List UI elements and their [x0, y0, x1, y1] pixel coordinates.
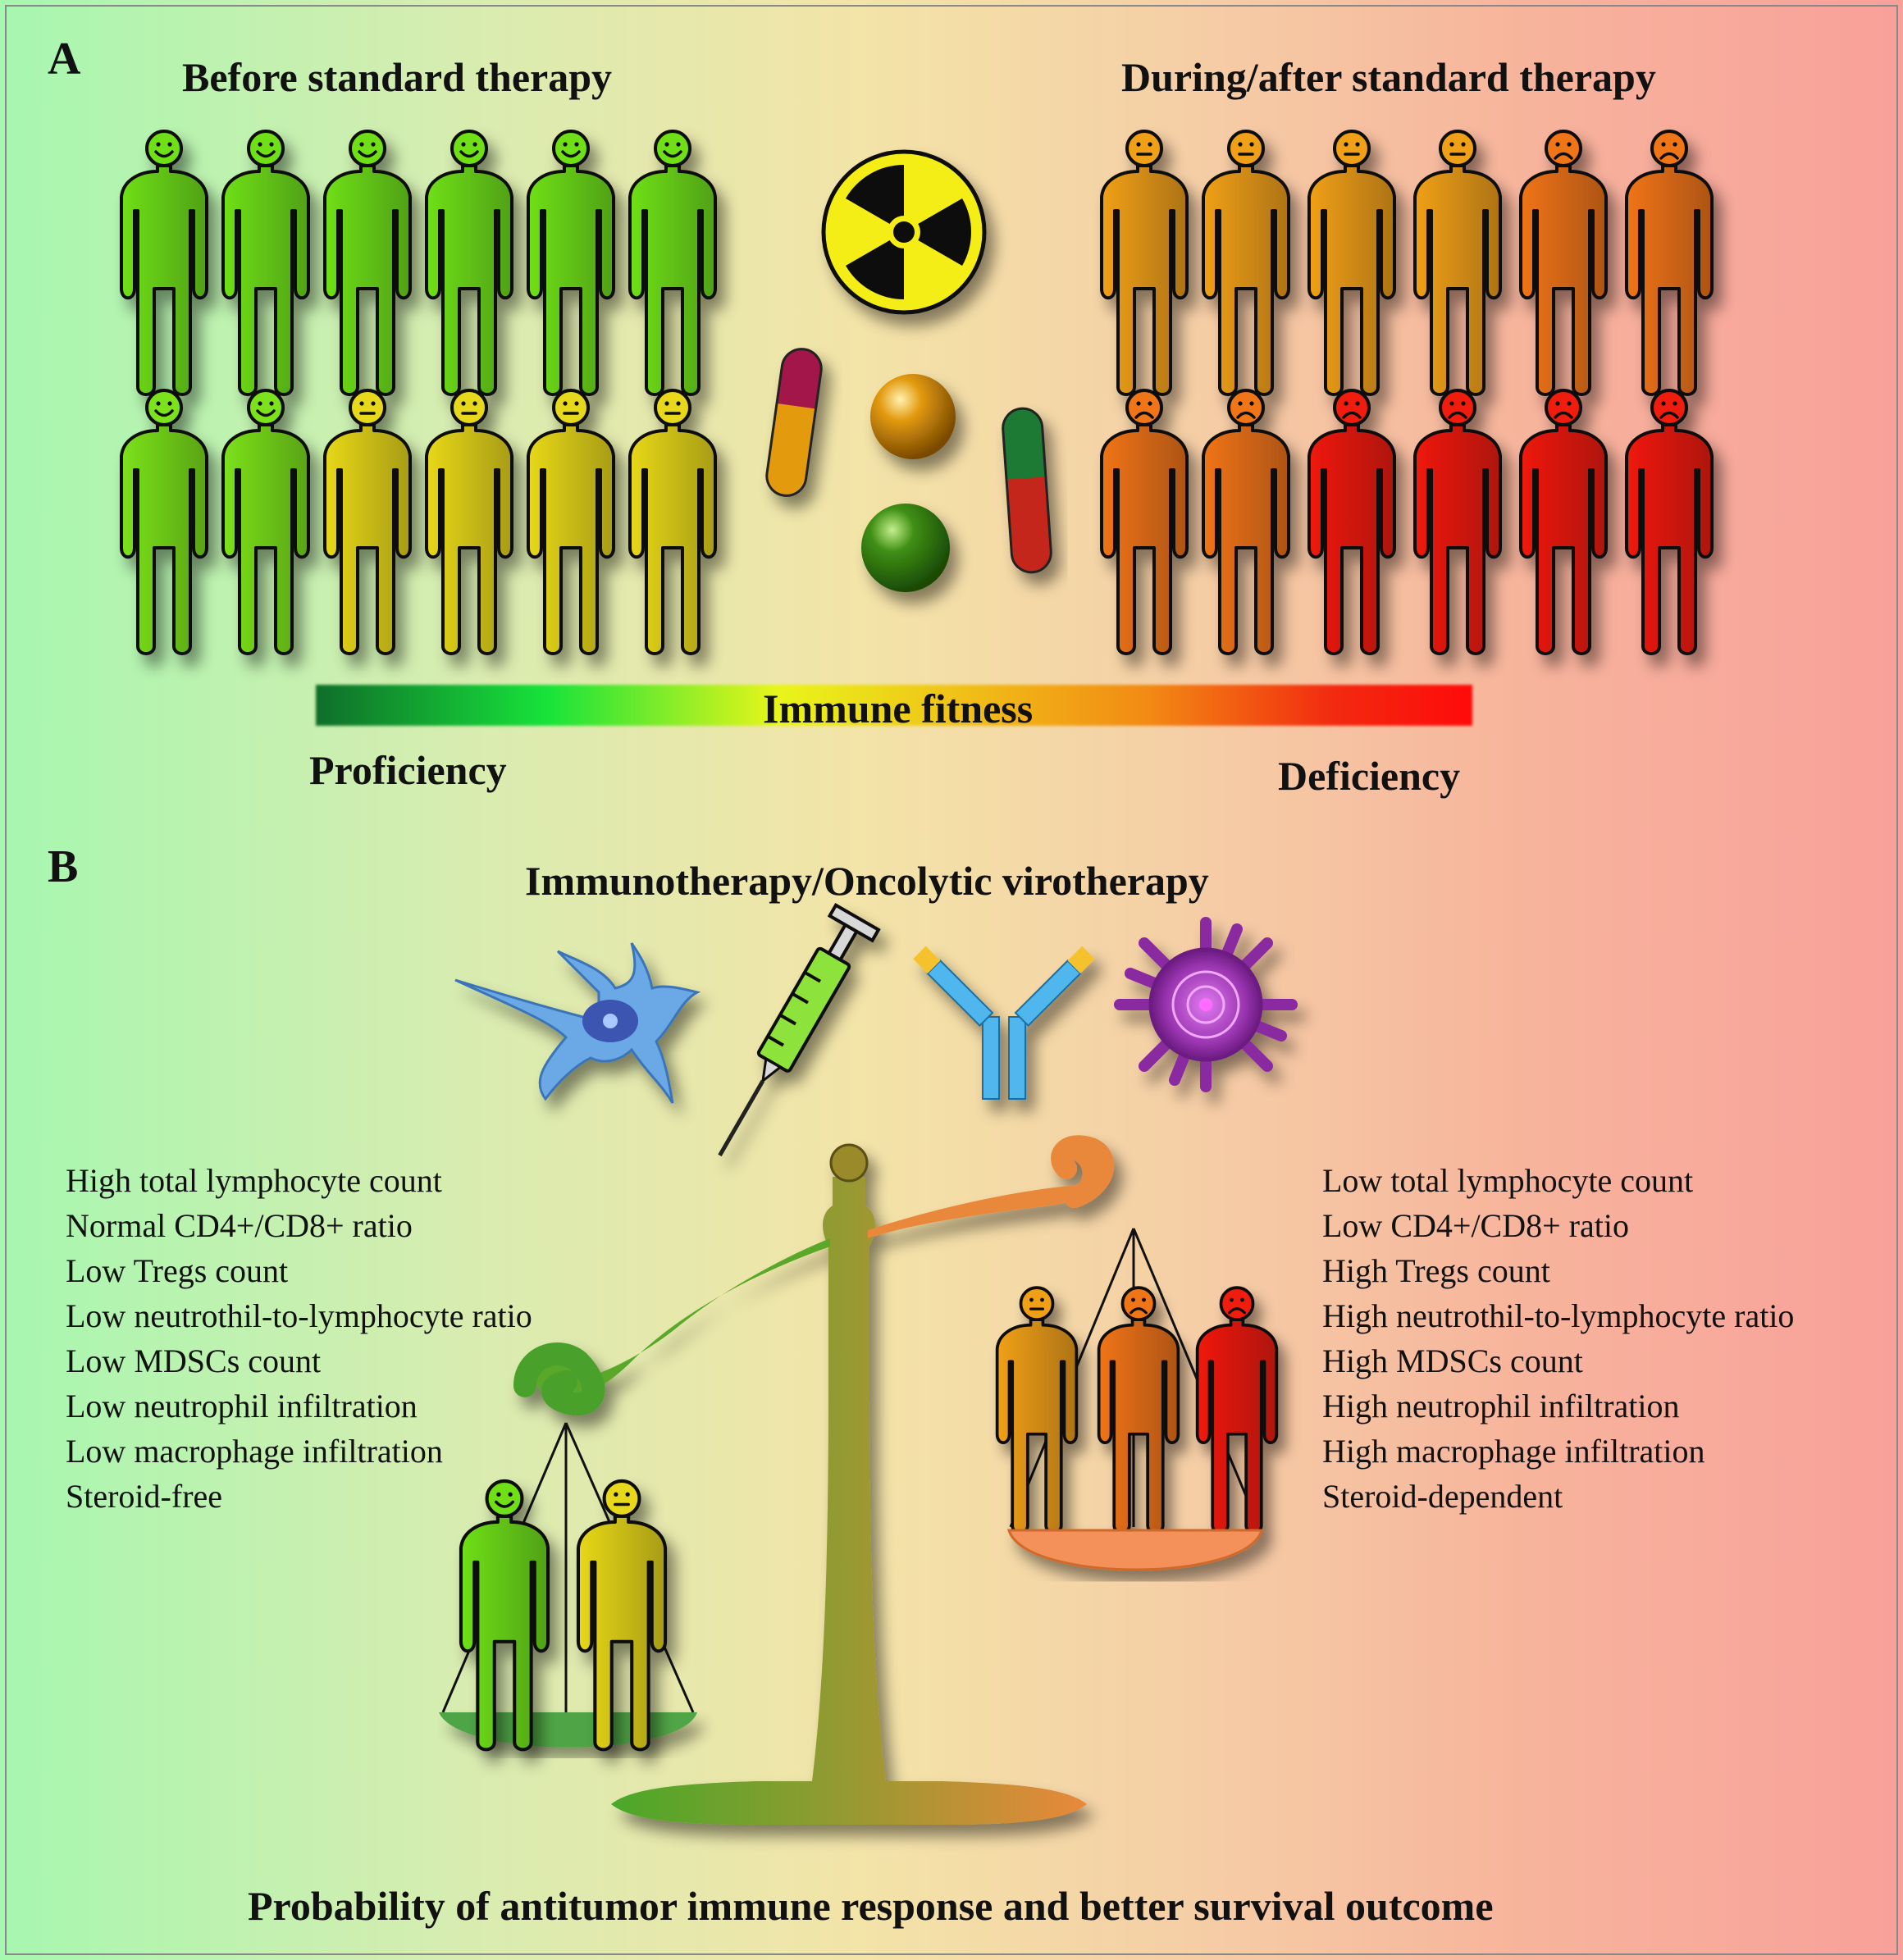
factor-item: Low MDSCs count — [66, 1342, 322, 1379]
immune-fitness-gradient-bar — [316, 685, 1472, 726]
antibody-icon — [913, 946, 1095, 1100]
survival-outcome-caption: Probability of antitumor immune response… — [248, 1883, 1494, 1929]
person-figure — [628, 130, 717, 396]
person-figure — [120, 389, 208, 655]
factor-item: Steroid-free — [66, 1478, 223, 1515]
person-figure — [1307, 130, 1396, 396]
factor-item: Low Tregs count — [66, 1252, 289, 1289]
person-figure — [576, 1479, 668, 1752]
person-figure — [1625, 130, 1714, 396]
person-figure — [1100, 130, 1189, 396]
person-figure — [1413, 130, 1502, 396]
factor-item: High neutrophil infiltration — [1322, 1388, 1680, 1424]
person-figure — [1307, 389, 1396, 655]
person-figure — [995, 1286, 1079, 1534]
person-figure — [1195, 1286, 1279, 1534]
before-therapy-heading: Before standard therapy — [182, 54, 613, 100]
factor-item: Steroid-dependent — [1322, 1478, 1563, 1515]
person-figure — [425, 389, 513, 655]
panel-b-letter: B — [48, 841, 79, 892]
left-pan-people-group — [459, 1479, 668, 1752]
factor-item: Low neutrothil-to-lymphocyte ratio — [66, 1297, 532, 1334]
person-figure — [1625, 389, 1714, 655]
capsule-pill-icon — [765, 348, 823, 497]
factor-item: Normal CD4+/CD8+ ratio — [66, 1207, 413, 1244]
proficiency-factor-list: High total lymphocyte count Normal CD4+/… — [66, 1158, 532, 1519]
dendritic-cell-icon — [454, 942, 701, 1104]
person-figure — [1519, 130, 1608, 396]
person-figure — [1202, 130, 1290, 396]
factor-item: High total lymphocyte count — [66, 1162, 442, 1199]
person-figure — [1097, 1286, 1180, 1534]
factor-item: High neutrothil-to-lymphocyte ratio — [1322, 1297, 1795, 1334]
factor-item: High macrophage infiltration — [1322, 1433, 1705, 1470]
factor-item: Low macrophage infiltration — [66, 1433, 443, 1470]
factor-item: High Tregs count — [1322, 1252, 1550, 1289]
panel-a-letter: A — [48, 34, 81, 84]
person-figure — [425, 130, 513, 396]
person-figure — [1413, 389, 1502, 655]
right-pan-people-group — [995, 1286, 1279, 1534]
immune-fitness-label: Immune fitness — [763, 686, 1034, 732]
person-figure — [323, 389, 412, 655]
person-figure — [1100, 389, 1189, 655]
deficiency-factor-list: Low total lymphocyte count Low CD4+/CD8+… — [1322, 1158, 1794, 1519]
person-figure — [459, 1479, 550, 1752]
tablet-ball-icon — [861, 504, 950, 592]
person-figure — [323, 130, 412, 396]
person-figure — [1202, 389, 1290, 655]
factor-item: Low neutrophil infiltration — [66, 1388, 418, 1424]
after-therapy-heading: During/after standard therapy — [1121, 54, 1656, 100]
tablet-ball-icon — [870, 374, 956, 459]
immunotherapy-heading: Immunotherapy/Oncolytic virotherapy — [525, 858, 1209, 904]
radiation-icon — [821, 149, 987, 315]
before-therapy-people-group — [120, 130, 717, 655]
right-scale-pan — [1006, 1529, 1263, 1571]
person-figure — [628, 389, 717, 655]
syringe-icon — [718, 903, 881, 1157]
factor-item: Low total lymphocyte count — [1322, 1162, 1694, 1199]
person-figure — [120, 130, 208, 396]
factor-item: Low CD4+/CD8+ ratio — [1322, 1207, 1629, 1244]
oncolytic-virus-icon — [1114, 917, 1298, 1092]
person-figure — [221, 130, 310, 396]
proficiency-label: Proficiency — [309, 747, 507, 793]
after-therapy-people-group — [1100, 130, 1714, 655]
factor-item: High MDSCs count — [1322, 1342, 1583, 1379]
person-figure — [1519, 389, 1608, 655]
balance-scale-icon — [439, 1135, 1261, 1825]
capsule-pill-icon — [1002, 407, 1052, 574]
person-figure — [527, 130, 615, 396]
deficiency-label: Deficiency — [1278, 753, 1461, 799]
person-figure — [221, 389, 310, 655]
person-figure — [527, 389, 615, 655]
